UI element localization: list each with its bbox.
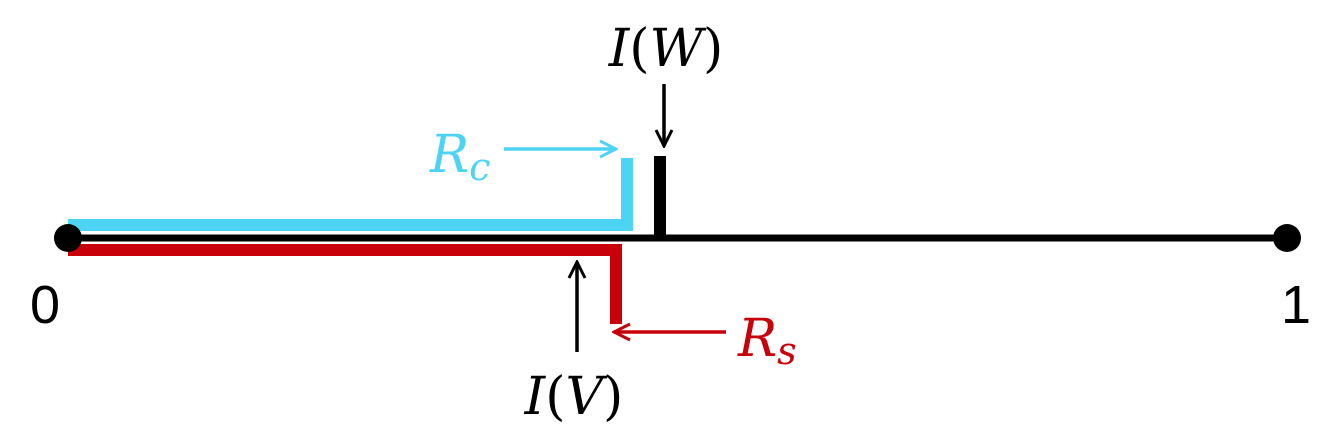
axis-end-point xyxy=(1273,224,1301,252)
rs-segment xyxy=(68,244,622,324)
rs-label: Rs xyxy=(737,309,797,373)
axis-start-label: 0 xyxy=(30,275,60,335)
axis-start-point xyxy=(54,224,82,252)
rc-label: Rc xyxy=(429,125,490,189)
iv-label: I(V) xyxy=(524,367,624,427)
rc-segment xyxy=(68,158,633,231)
iw-label: I(W) xyxy=(608,19,724,79)
axis-end-label: 1 xyxy=(1281,275,1311,335)
